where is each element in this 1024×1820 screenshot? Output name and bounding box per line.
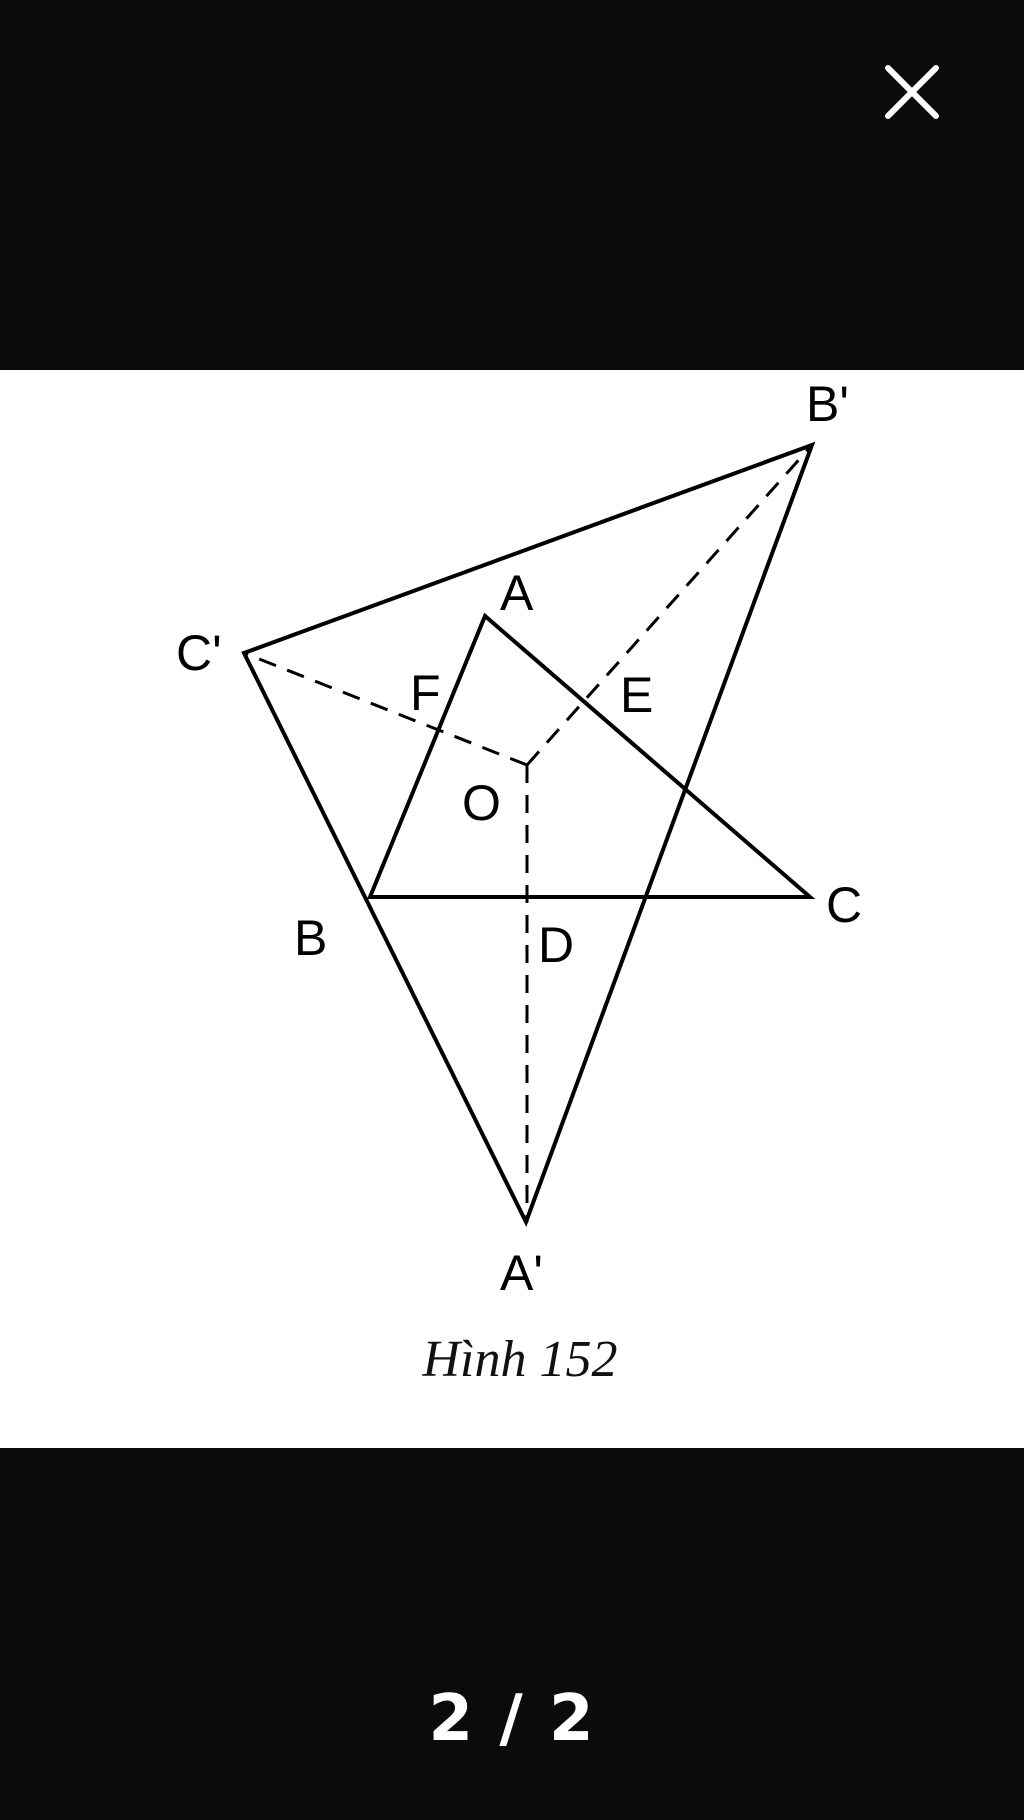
label-point-e: E [620, 667, 653, 723]
label-point-a-prime: A' [500, 1245, 543, 1301]
triangle-abc [367, 612, 816, 899]
dashed-segment-o-c-prime [243, 651, 528, 767]
figure-caption: Hình 152 [422, 1331, 618, 1388]
triangle-a-prime-b-prime-c-prime [241, 441, 816, 1228]
geometry-figure: B' A C' F E O C B D A' Hình 152 [0, 370, 1024, 1448]
dashed-segment-o-b-prime [525, 444, 814, 766]
close-button[interactable] [872, 52, 952, 132]
viewer-top-bar [0, 0, 1024, 370]
label-point-a: A [500, 565, 534, 621]
label-point-d: D [538, 917, 574, 973]
viewer-bottom-bar: 2 / 2 [0, 1448, 1024, 1820]
close-icon [885, 65, 939, 119]
label-point-c-prime: C' [176, 625, 222, 681]
label-point-b-prime: B' [806, 376, 849, 432]
label-point-c: C [826, 877, 862, 933]
label-point-o: O [462, 775, 501, 831]
label-point-f: F [410, 665, 441, 721]
label-point-b: B [294, 910, 327, 966]
page-counter: 2 / 2 [428, 1682, 596, 1756]
figure-canvas: B' A C' F E O C B D A' Hình 152 [176, 376, 862, 1388]
